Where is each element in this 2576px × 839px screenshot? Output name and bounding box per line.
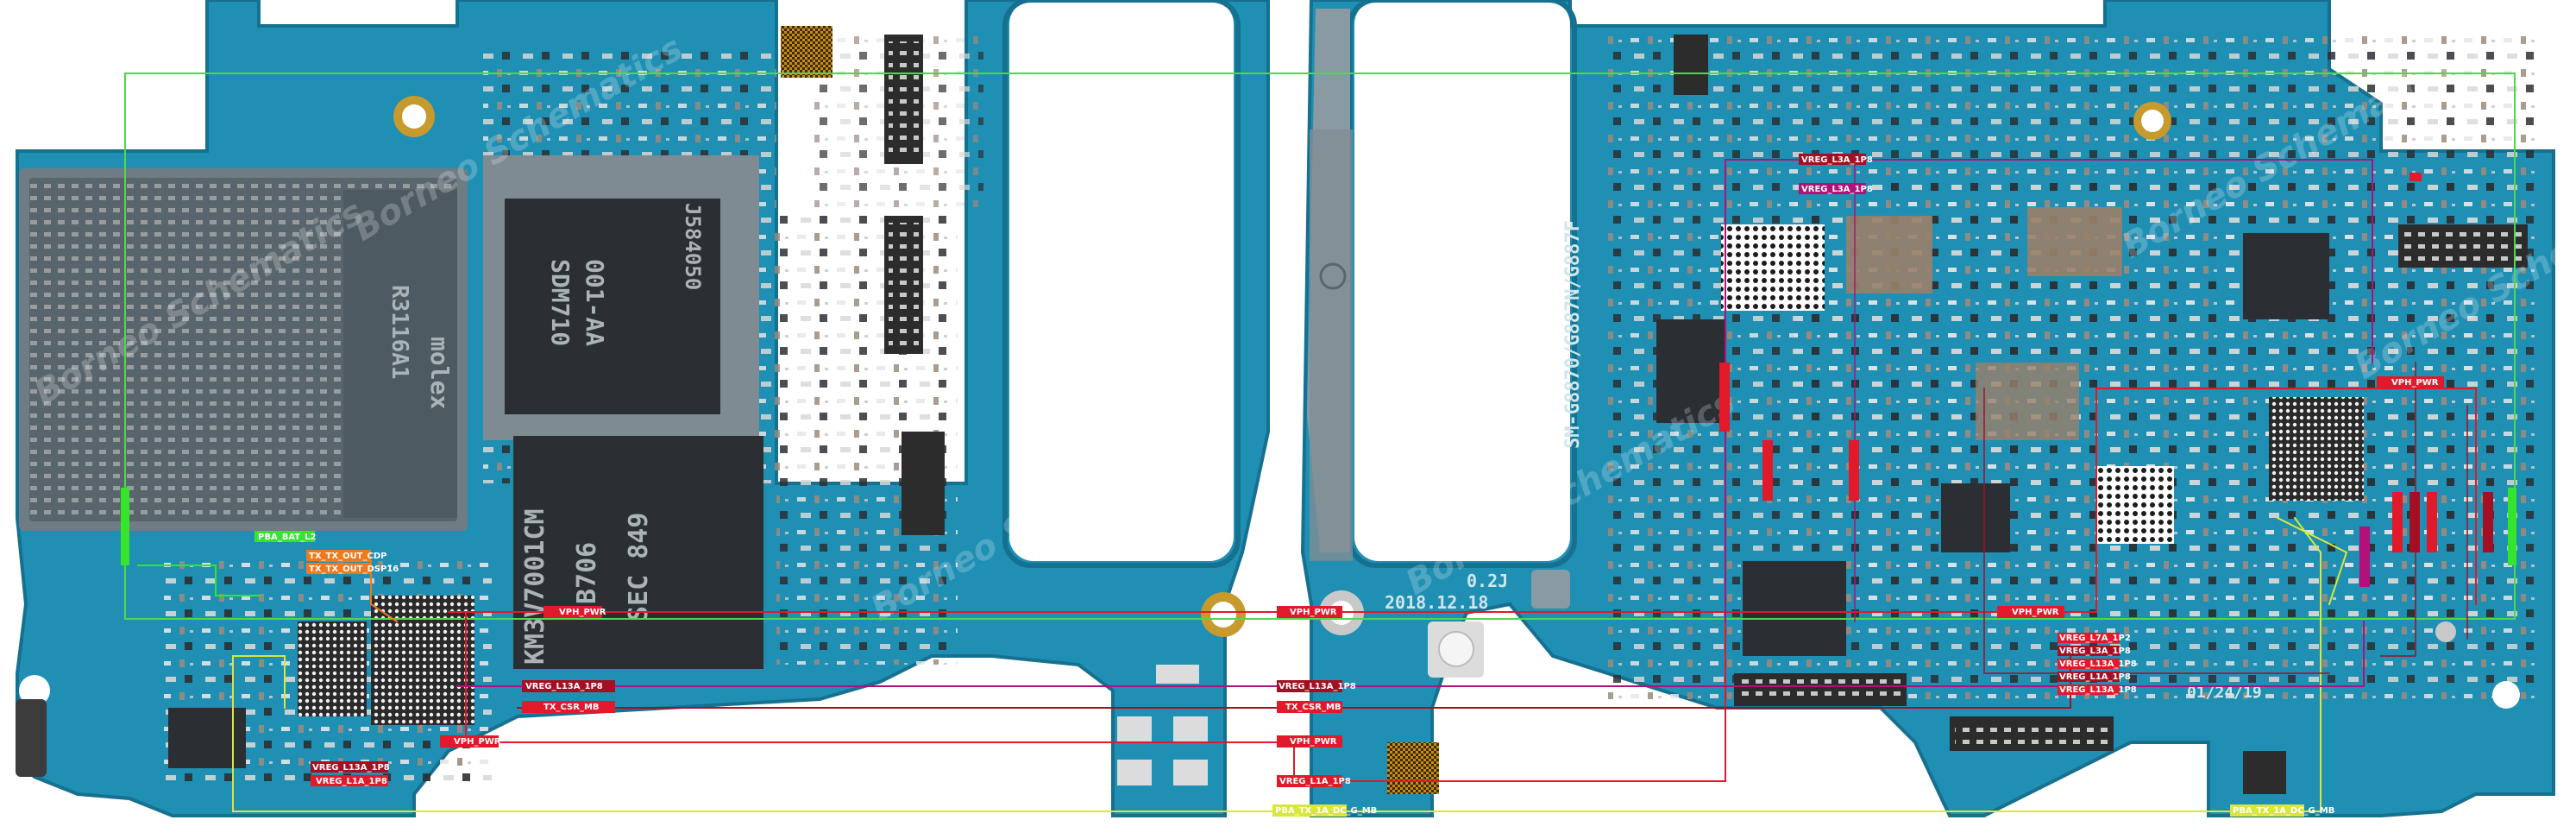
svg-text:VPH_PWR: VPH_PWR xyxy=(1290,737,1337,747)
right-board-cutout xyxy=(1354,0,1570,561)
svg-text:TX_TX_OUT_DSP16: TX_TX_OUT_DSP16 xyxy=(309,565,399,574)
label-r9: VREG_L13A_1P8 xyxy=(2058,684,2137,695)
svg-text:VREG_L1A_1P8: VREG_L1A_1P8 xyxy=(2059,672,2131,682)
label-c6: PBA_TX_1A_DC_G_MB xyxy=(1272,804,1377,817)
left-board-cutout xyxy=(1009,0,1234,561)
svg-text:VREG_L3A_1P8: VREG_L3A_1P8 xyxy=(1801,155,1873,165)
svg-text:VPH_PWR: VPH_PWR xyxy=(2391,378,2439,388)
svg-text:VREG_L7A_1P2: VREG_L7A_1P2 xyxy=(2059,634,2131,643)
svg-text:TX_CSR_MB: TX_CSR_MB xyxy=(543,703,600,712)
silk-date2: 01/24/19 xyxy=(2187,684,2262,702)
svg-text:VREG_L3A_1P8: VREG_L3A_1P8 xyxy=(2059,647,2131,656)
connector-code: R3116A1 xyxy=(386,285,412,380)
molex-connector: R3116A1 molex xyxy=(343,190,457,518)
svg-text:VREG_L13A_1P8: VREG_L13A_1P8 xyxy=(312,763,390,773)
label-l8: VREG_L13A_1P8 xyxy=(311,761,390,773)
svg-text:VREG_L1A_1P8: VREG_L1A_1P8 xyxy=(316,777,387,786)
cpu-line2: 001-AA xyxy=(581,259,609,346)
mem-line3: SEC 849 xyxy=(624,513,654,621)
label-r5: VREG_L7A_1P2 xyxy=(2058,633,2131,643)
mem-line1: KM3V7001CM xyxy=(520,508,550,665)
label-c4: VPH_PWR xyxy=(1277,735,1342,748)
cpu-line1: SDM710 xyxy=(546,259,575,346)
right-board: SM-G8870/G887N/G887F 2018.12.18 0.2J 01/… xyxy=(1300,0,2576,817)
label-r4: VPH_PWR xyxy=(1997,606,2064,618)
svg-text:VREG_L13A_1P8: VREG_L13A_1P8 xyxy=(2059,685,2137,695)
net-labels: PBA_BAT_L2 TX_TX_OUT_CDP TX_TX_OUT_DSP16… xyxy=(254,154,2493,817)
silk-model: SM-G8870/G887N/G887F xyxy=(1562,220,1584,449)
svg-text:PBA_TX_1A_DC_G_MB: PBA_TX_1A_DC_G_MB xyxy=(1275,806,1377,816)
label-l5: VREG_L13A_1P8 xyxy=(522,680,615,692)
label-l6: TX_CSR_MB xyxy=(522,701,615,713)
label-l3: TX_TX_OUT_DSP16 xyxy=(306,563,399,574)
green-frame xyxy=(124,73,2516,620)
label-c5: VREG_L1A_1P8 xyxy=(1277,775,1351,787)
svg-text:TX_CSR_MB: TX_CSR_MB xyxy=(1285,703,1341,712)
label-r8: VREG_L1A_1P8 xyxy=(2058,672,2131,682)
label-c2: VREG_L13A_1P8 xyxy=(1277,680,1356,692)
svg-text:VREG_L13A_1P8: VREG_L13A_1P8 xyxy=(525,682,603,691)
pmic-chip-1 xyxy=(298,621,367,716)
mem-line2: B706 xyxy=(572,542,602,604)
bga-chip-2 xyxy=(2096,466,2174,544)
bga-chip-1 xyxy=(1721,224,1825,311)
label-r6: VREG_L3A_1P8 xyxy=(2058,646,2131,656)
label-l9: VREG_L1A_1P8 xyxy=(311,775,388,786)
ic-chip-3 xyxy=(1743,561,1846,656)
qr-code-right xyxy=(1387,742,1439,794)
ic-chip-2 xyxy=(2243,233,2329,319)
cpu-chip: SDM710 001-AA J584050 xyxy=(505,199,720,414)
label-c1: VPH_PWR xyxy=(1277,606,1342,618)
ic-chip-1 xyxy=(1656,319,1725,423)
cpu-code: J584050 xyxy=(681,203,705,290)
svg-text:VREG_L13A_1P8: VREG_L13A_1P8 xyxy=(2059,659,2137,669)
svg-text:VPH_PWR: VPH_PWR xyxy=(1290,608,1337,617)
label-r1: VREG_L3A_1P8 xyxy=(1799,154,1873,165)
side-key xyxy=(16,699,47,777)
silk-version: 0.2J xyxy=(1467,571,1508,591)
label-l4: VPH_PWR xyxy=(543,606,606,618)
svg-text:VPH_PWR: VPH_PWR xyxy=(2012,608,2059,617)
qr-code-left xyxy=(781,26,832,78)
svg-text:PBA_TX_1A_DC_G_MB: PBA_TX_1A_DC_G_MB xyxy=(2233,806,2334,816)
pmic-chip-2 xyxy=(371,596,474,725)
label-r10: PBA_TX_1A_DC_G_MB xyxy=(2230,804,2334,817)
svg-text:VREG_L1A_1P8: VREG_L1A_1P8 xyxy=(1279,777,1351,786)
silk-date: 2018.12.18 xyxy=(1385,592,1488,613)
left-board: R3116A1 molex SDM710 001-AA J584050 KM3V… xyxy=(16,0,1270,817)
svg-text:VREG_L13A_1P8: VREG_L13A_1P8 xyxy=(1279,682,1356,691)
svg-text:VREG_L3A_1P8: VREG_L3A_1P8 xyxy=(1801,185,1873,194)
svg-text:VPH_PWR: VPH_PWR xyxy=(454,737,501,747)
label-l1: PBA_BAT_L2 xyxy=(254,531,316,542)
connector-brand: molex xyxy=(425,337,454,409)
memory-chip: KM3V7001CM B706 SEC 849 xyxy=(513,436,763,669)
label-l7: VPH_PWR xyxy=(440,735,501,748)
svg-text:TX_TX_OUT_CDP: TX_TX_OUT_CDP xyxy=(309,552,386,561)
label-r2: VREG_L3A_1P8 xyxy=(1799,183,1873,194)
label-r3: VPH_PWR xyxy=(2377,376,2444,388)
svg-text:PBA_BAT_L2: PBA_BAT_L2 xyxy=(258,533,316,542)
svg-text:VPH_PWR: VPH_PWR xyxy=(559,608,606,617)
label-c3: TX_CSR_MB xyxy=(1277,701,1342,713)
label-r7: VREG_L13A_1P8 xyxy=(2058,659,2137,669)
vreg-net xyxy=(456,621,2365,687)
fpc-connector-3 xyxy=(902,432,945,535)
bga-chip-3 xyxy=(2269,397,2364,501)
label-l2: TX_TX_OUT_CDP xyxy=(306,550,386,561)
